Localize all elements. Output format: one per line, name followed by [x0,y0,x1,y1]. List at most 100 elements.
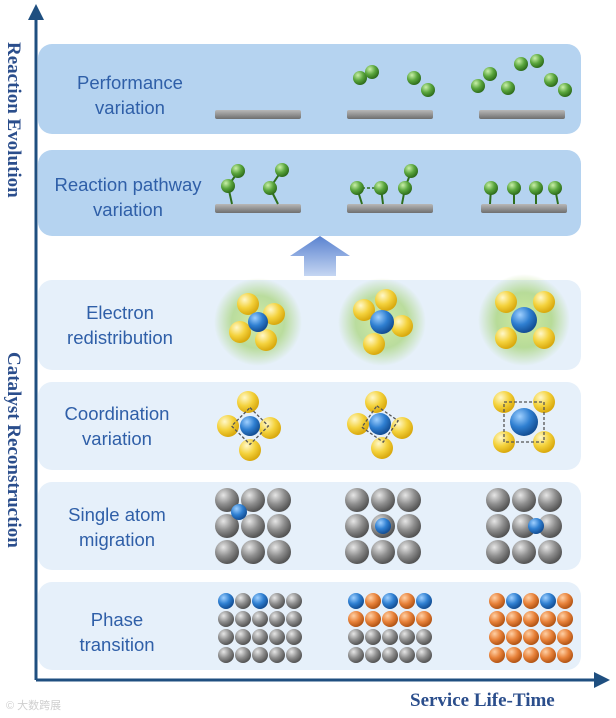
lattice-atom [348,629,364,645]
lattice-atom [540,629,556,645]
lattice-atom [269,629,285,645]
lattice-atom [286,593,302,609]
green-molecules-3 [471,54,572,97]
lattice-atom [348,611,364,627]
lattice-atom [506,629,522,645]
lattice-atom [269,593,285,609]
label-reaction-pathway-variation: Reaction pathway variation [38,172,218,222]
lattice-atom [557,647,573,663]
lattice-atom [286,611,302,627]
lattice-atom [218,611,234,627]
watermark: © 大数跨展 [6,700,62,712]
lattice-atom [365,629,381,645]
lattice-atom [269,647,285,663]
lattice-atom [348,647,364,663]
lattice-atom [523,629,539,645]
lattice-atom [235,629,251,645]
lattice-atom [235,593,251,609]
label-coordination-variation: Coordination variation [27,401,207,451]
lattice-atom [252,593,268,609]
axis-label-service-life-time: Service Life-Time [410,690,555,711]
lattice-atom [489,647,505,663]
lattice-atom [399,629,415,645]
lattice-atom [218,647,234,663]
label-electron-redistribution: Electron redistribution [30,300,210,350]
lattice-atom [523,647,539,663]
substrate-bar [215,110,301,119]
coordination-cluster-2 [347,391,413,459]
axis-label-reaction-evolution: Reaction Evolution [3,42,24,198]
atom-grid-3 [486,488,562,564]
lattice-atom [489,611,505,627]
lattice-atom [399,647,415,663]
lattice-atom [557,611,573,627]
green-molecules-2 [353,65,435,97]
y-axis-arrowhead [28,4,44,20]
lattice-atom [399,593,415,609]
label-single-atom-migration: Single atom migration [27,502,207,552]
label-electron-text: Electron redistribution [67,302,173,348]
coordination-variation-graphics [217,391,555,461]
performance-variation-graphics [215,54,572,119]
up-arrow [290,236,350,276]
lattice-atom [235,611,251,627]
lattice-2 [348,593,432,663]
label-coordination-text: Coordination variation [64,403,170,449]
lattice-atom [382,611,398,627]
lattice-atom [523,611,539,627]
axes [28,4,610,688]
lattice-atom [286,629,302,645]
lattice-atom [252,647,268,663]
panel-coordination-variation [38,382,581,470]
lattice-atom [523,593,539,609]
atom-grid-1 [215,488,291,564]
electron-cluster-3 [478,274,570,366]
lattice-atom [557,629,573,645]
substrate-bar [479,110,565,119]
lattice-atom [489,629,505,645]
lattice-atom [365,593,381,609]
label-pathway-text: Reaction pathway variation [54,174,202,220]
substrate-bar [215,204,301,213]
lattice-atom [252,611,268,627]
lattice-atom [382,593,398,609]
lattice-atom [269,611,285,627]
substrate-bar [481,204,567,213]
lattice-atom [348,593,364,609]
substrate-bar [347,110,433,119]
lattice-atom [382,647,398,663]
coordination-cluster-3 [493,391,555,453]
electron-redistribution-graphics [214,274,570,366]
lattice-atom [506,647,522,663]
lattice-atom [540,593,556,609]
lattice-atom [365,647,381,663]
lattice-atom [235,647,251,663]
electron-cluster-2 [338,278,426,366]
lattice-atom [286,647,302,663]
axis-label-catalyst-reconstruction: Catalyst Reconstruction [3,352,24,548]
lattice-atom [252,629,268,645]
lattice-atom [540,647,556,663]
reaction-pathway-graphics [215,163,567,213]
lattice-atom [489,593,505,609]
label-phase-text: Phase transition [79,609,155,655]
lattice-atom [416,593,432,609]
atom-grid-2 [345,488,421,564]
label-performance-text: Performance variation [77,72,183,118]
lattice-atom [506,611,522,627]
label-single-atom-text: Single atom migration [68,504,166,550]
single-atom-migration-graphics [215,488,562,564]
lattice-atom [218,593,234,609]
lattice-atom [399,611,415,627]
label-phase-transition: Phase transition [27,607,207,657]
lattice-atom [416,629,432,645]
lattice-atom [540,611,556,627]
substrate-bar [347,204,433,213]
lattice-atom [365,611,381,627]
lattice-atom [416,647,432,663]
lattice-atom [382,629,398,645]
lattice-atom [557,593,573,609]
phase-transition-graphics [218,593,573,663]
